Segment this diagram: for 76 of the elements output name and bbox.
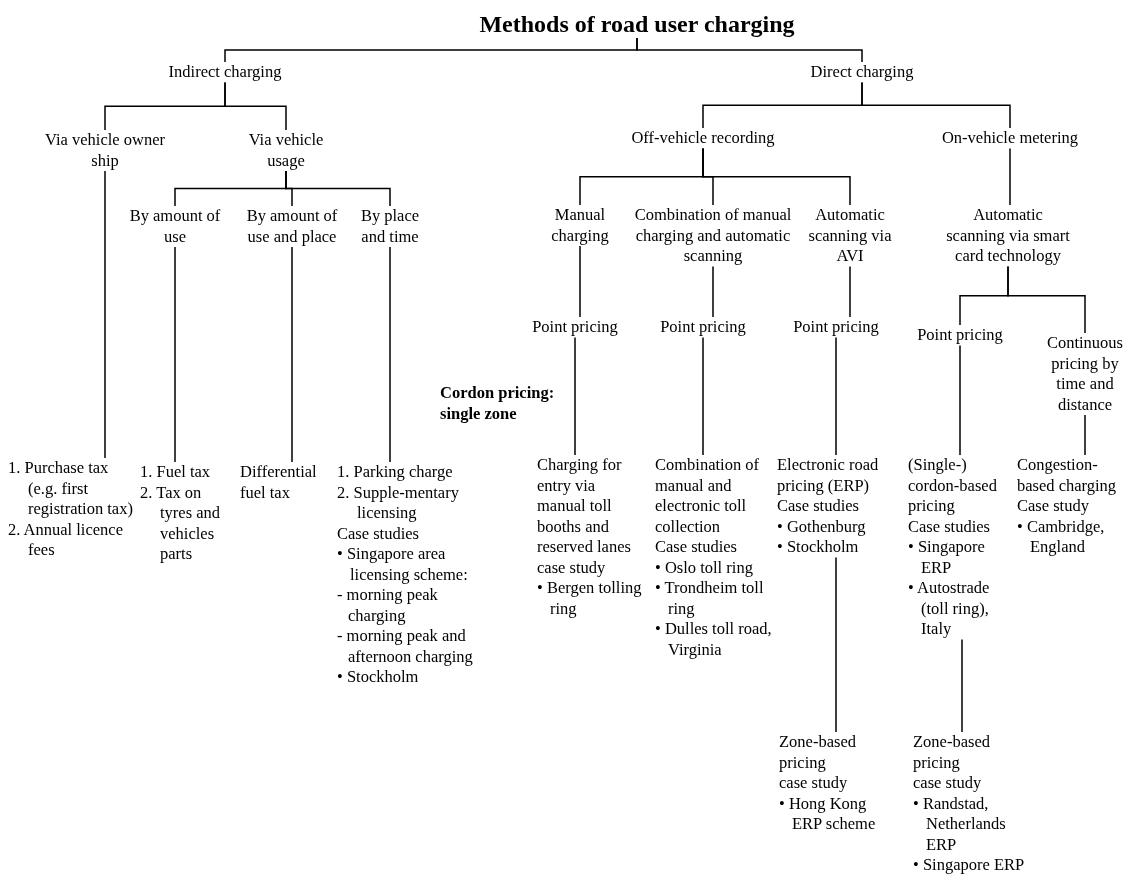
section-note: Cordon pricing: single zone [440, 383, 556, 424]
category-label: Combination of manual charging and automatic scanning [630, 205, 796, 267]
list-item: • Stockholm [777, 537, 860, 558]
list-item: • Cambridge, England [1017, 516, 1106, 558]
connector-line [712, 265, 714, 318]
category-label: Automatic scanning via smart card technology [946, 205, 1070, 267]
category-label: Continuous pricing by time and distance [1036, 333, 1133, 415]
description-text: Case study [1017, 496, 1090, 517]
list-item: • Singapore ERP [913, 855, 1026, 876]
connector-line [579, 245, 581, 318]
description-text: case study [913, 773, 983, 794]
connector-line [224, 81, 287, 131]
list-item: • Randstad, Netherlands ERP [913, 793, 1007, 855]
list-item: • Bergen tolling ring [537, 578, 643, 619]
list-item: • Singapore ERP [908, 537, 986, 578]
list-item: 2. Supple-mentary licensing [337, 482, 460, 524]
list-item: 1. Parking charge [337, 462, 454, 483]
list-item: • Singapore area licensing scheme: [337, 544, 469, 585]
list-item: 1. Purchase tax (e.g. first registration tax) [8, 458, 134, 520]
list-item: • Oslo toll ring [655, 557, 754, 578]
connector-line [959, 344, 961, 456]
category-label: By amount of use and place [236, 206, 348, 247]
connector-line [1007, 265, 1086, 334]
connector-line [835, 336, 837, 456]
category-label: On-vehicle metering [930, 128, 1090, 149]
category-label: Differential fuel tax [240, 462, 335, 503]
description-text: Case studies [655, 537, 739, 558]
description-text: case study [537, 557, 607, 578]
description-text: case study [779, 773, 849, 794]
category-label: By place and time [350, 206, 430, 247]
connector-line [1084, 414, 1086, 456]
connector-line [291, 246, 293, 463]
connector-line [636, 37, 863, 63]
category-label: Automatic scanning via AVI [805, 205, 895, 267]
description-text: Congestion-based charging [1017, 455, 1118, 496]
category-label: Indirect charging [135, 62, 315, 83]
connector-line [861, 81, 1011, 129]
category-label: Manual charging [538, 205, 622, 246]
description-text: Combination of manual and electronic toll collection [655, 455, 761, 537]
description-text: Case studies [337, 523, 421, 544]
description-text: Case studies [777, 496, 861, 517]
list-item: • Hong Kong ERP scheme [779, 793, 877, 835]
connector-line [835, 556, 837, 733]
list-item: • Dulles toll road, Virginia [655, 619, 773, 660]
list-item: 2. Annual licence fees [8, 519, 124, 561]
list-item: - morning peak charging [337, 585, 439, 626]
list-item: • Autostrade (toll ring), Italy [908, 578, 991, 640]
list-item: • Gothenburg [777, 516, 867, 537]
list-item: • Trondheim toll ring [655, 578, 765, 619]
connector-line [1009, 147, 1011, 206]
category-label: By amount of use [120, 206, 230, 247]
description-text: (Single-) cordon-based pricing [908, 455, 998, 517]
category-label: Via vehicle usage [236, 130, 336, 171]
connector-line [702, 336, 704, 456]
connector-line [389, 246, 391, 463]
list-item: 1. Fuel tax [140, 462, 212, 483]
category-label: Point pricing [522, 317, 628, 338]
connector-line [104, 170, 106, 459]
connector-line [702, 147, 851, 206]
category-label: Point pricing [650, 317, 756, 338]
category-label: Direct charging [792, 62, 932, 83]
list-item: • Stockholm [337, 667, 420, 688]
category-label: Point pricing [783, 317, 889, 338]
list-item: 2. Tax on tyres and vehicles parts [140, 482, 222, 565]
connector-line [849, 265, 851, 318]
category-label: Point pricing [907, 325, 1013, 346]
description-text: Case studies [908, 516, 992, 537]
connector-line [961, 638, 963, 733]
category-label: Off-vehicle recording [613, 128, 793, 149]
list-item: - morning peak and afternoon charging [337, 626, 474, 667]
category-label: Via vehicle owner ship [35, 130, 175, 171]
connector-line [574, 336, 576, 456]
connector-line [285, 170, 391, 207]
description-text: Electronic road pricing (ERP) [777, 455, 880, 496]
diagram-title: Methods of road user charging [417, 10, 857, 38]
connector-line [174, 246, 176, 463]
